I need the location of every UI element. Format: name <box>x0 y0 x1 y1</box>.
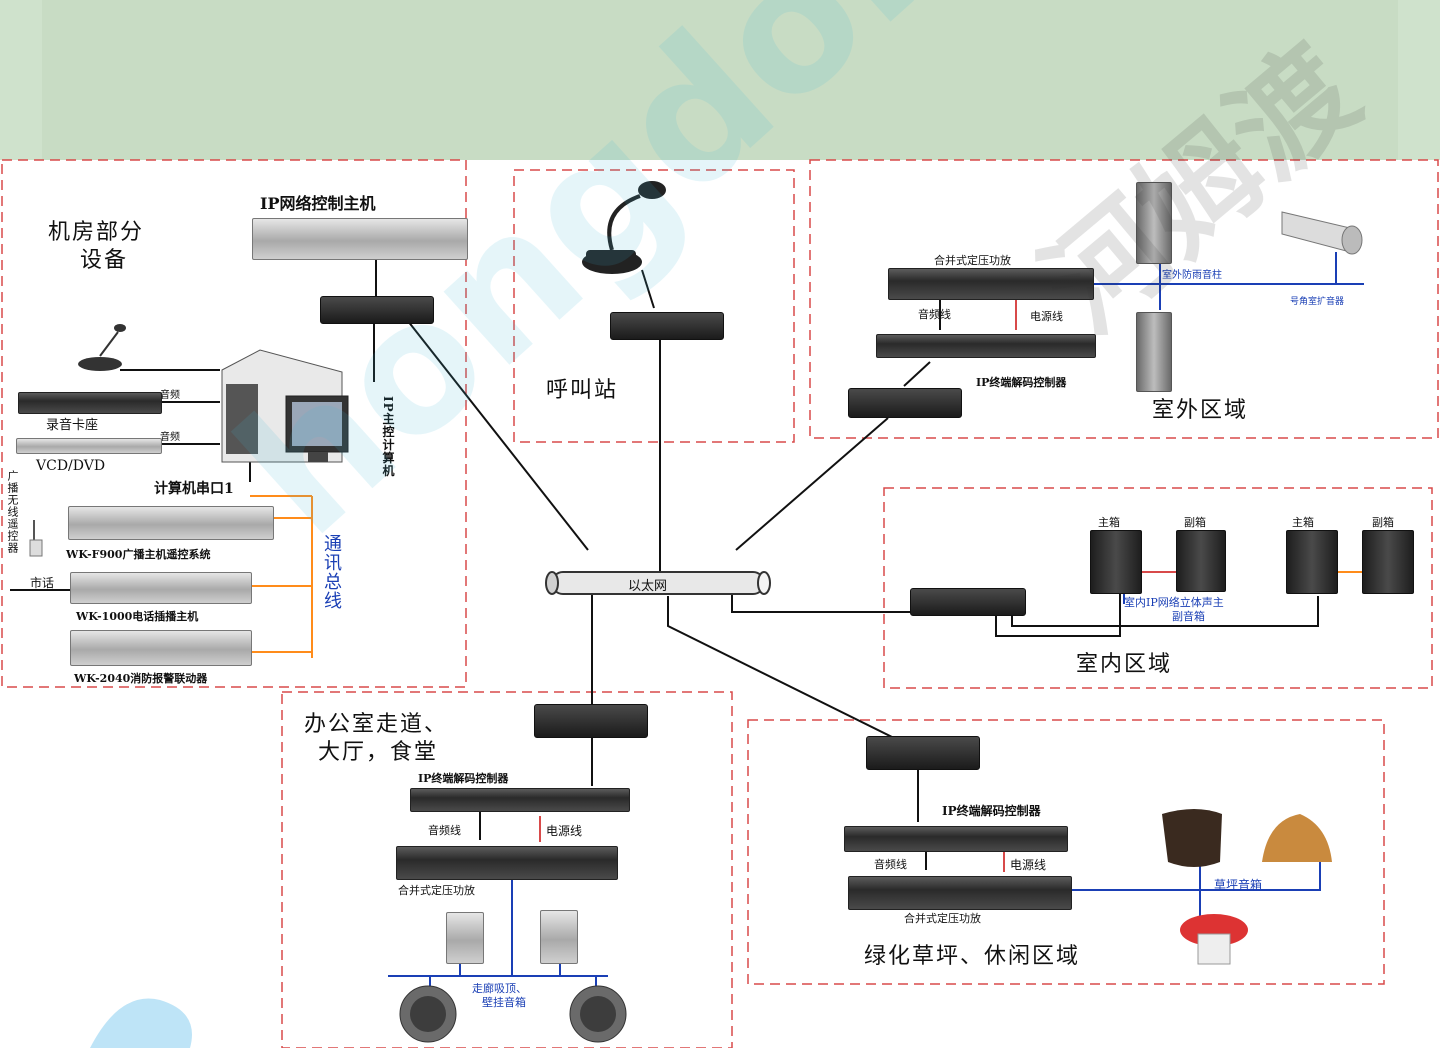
machine-room-title-1: 机房部分 <box>48 220 145 245</box>
indoor-wire-c <box>1012 596 1319 627</box>
outdoor-column-speaker-2 <box>1136 312 1172 392</box>
office-amp-label: 合并式定压功放 <box>398 884 475 897</box>
indoor-sub-label-1: 副箱 <box>1184 516 1206 529</box>
ethernet-pipe <box>545 571 771 595</box>
outdoor-decoder <box>876 334 1096 358</box>
phone-label: 市话 <box>30 576 55 590</box>
garden-amp <box>848 876 1072 910</box>
indoor-main-label-2: 主箱 <box>1292 516 1314 529</box>
office-switch <box>534 704 648 738</box>
wk-2040-device <box>70 630 252 666</box>
ip-computer <box>221 349 349 463</box>
garden-decoder-label: IP终端解码控制器 <box>942 804 1041 818</box>
outdoor-column-label: 室外防雨音柱 <box>1162 270 1222 281</box>
machine-room-border <box>1 159 467 688</box>
link-call-mic <box>641 269 655 309</box>
office-decoder <box>410 788 630 812</box>
outdoor-amp-label: 合并式定压功放 <box>934 254 1011 267</box>
outdoor-title: 室外区域 <box>1152 398 1249 423</box>
garden-switch <box>866 736 980 770</box>
call-station-border <box>513 169 795 443</box>
indoor-switch <box>910 588 1026 616</box>
audio-label-1: 音频 <box>160 390 180 401</box>
garden-audio-line-label: 音频线 <box>874 858 907 871</box>
machine-room-mic <box>78 324 126 371</box>
office-title-2: 大厅，食堂 <box>318 740 439 765</box>
indoor-border <box>883 487 1433 689</box>
lawn-speaker-label: 草坪音箱 <box>1214 878 1263 892</box>
outdoor-column-speaker-1 <box>1136 182 1172 264</box>
indoor-main-label-1: 主箱 <box>1098 516 1120 529</box>
call-station-title: 呼叫站 <box>546 378 619 403</box>
outdoor-switch <box>848 388 962 418</box>
office-speakers-label-1: 走廊吸顶、 <box>472 982 527 995</box>
office-audio-line-label: 音频线 <box>428 824 461 837</box>
link-garden-ethernet <box>667 596 895 739</box>
office-title-1: 办公室走道、 <box>304 712 449 737</box>
office-speakers-label-2: 壁挂音箱 <box>482 996 526 1009</box>
indoor-wire-b <box>1011 608 1196 627</box>
host-switch <box>320 296 434 324</box>
garden-title: 绿化草坪、休闲区域 <box>864 944 1081 969</box>
comm-bus-label: 通讯总线 <box>321 534 342 610</box>
header-band <box>0 0 1440 160</box>
garden-border <box>747 719 1385 985</box>
wk-f900-label: WK-F900广播主机遥控系统 <box>66 548 211 561</box>
indoor-sub-speaker-2 <box>1362 530 1414 594</box>
link-host-ethernet <box>403 315 589 551</box>
outdoor-decoder-label: IP终端解码控制器 <box>976 376 1067 389</box>
wireless-remote-device <box>29 520 43 557</box>
office-decoder-label: IP终端解码控制器 <box>418 772 509 785</box>
outdoor-amp <box>888 268 1094 300</box>
office-power-line-label: 电源线 <box>546 824 583 838</box>
outdoor-border <box>809 159 1439 439</box>
indoor-sub-speaker-1 <box>1176 530 1226 592</box>
recorder-device <box>18 392 162 414</box>
horn-label: 号角室扩音器 <box>1290 297 1345 307</box>
ip-computer-label: IP主控计算机 <box>381 396 395 478</box>
wk-f900-device <box>68 506 274 540</box>
indoor-stereo-label-2: 副音箱 <box>1172 610 1205 623</box>
link-out-decoder-switch <box>903 361 931 387</box>
ethernet-label: 以太网 <box>628 579 668 594</box>
indoor-title: 室内区域 <box>1076 652 1173 677</box>
wk-1000-device <box>70 572 252 604</box>
call-switch <box>610 312 724 340</box>
garden-amp-label: 合并式定压功放 <box>904 912 981 925</box>
wk-2040-label: WK-2040消防报警联动器 <box>74 672 208 685</box>
watermark-swirl <box>90 998 192 1048</box>
machine-room-title-2: 设备 <box>80 248 129 273</box>
ip-control-host <box>252 218 468 260</box>
indoor-stereo-label-1: 室内IP网络立体声主 <box>1124 596 1224 609</box>
office-border <box>281 691 733 1048</box>
outdoor-power-line-label: 电源线 <box>1030 310 1063 323</box>
indoor-sub-label-2: 副箱 <box>1372 516 1394 529</box>
link-outdoor-ethernet <box>735 417 889 551</box>
horn-speaker <box>1281 211 1363 255</box>
recorder-label: 录音卡座 <box>46 418 99 433</box>
indoor-main-speaker-2 <box>1286 530 1338 594</box>
link-indoor-ethernet <box>731 592 918 613</box>
office-wall-speaker-2 <box>540 910 578 964</box>
lawn-speakers <box>1162 809 1332 965</box>
call-station-mic <box>582 181 666 274</box>
garden-speaker-bus <box>1068 862 1321 891</box>
ceiling-speakers <box>399 985 627 1043</box>
ip-host-label: IP网络控制主机 <box>260 194 376 213</box>
indoor-main-speaker-1 <box>1090 530 1142 594</box>
outdoor-audio-line-label: 音频线 <box>918 308 951 321</box>
header-band-inner <box>42 0 1398 160</box>
audio-label-2: 音频 <box>160 432 180 443</box>
office-wall-speaker-1 <box>446 912 484 964</box>
vcd-label: VCD/DVD <box>36 458 106 474</box>
wireless-remote-label: 广播无线遥控器 <box>6 470 19 554</box>
office-amp <box>396 846 618 880</box>
garden-power-line-label: 电源线 <box>1010 858 1047 872</box>
vcd-device <box>16 438 162 454</box>
serial-port-label: 计算机串口1 <box>154 481 234 497</box>
indoor-wire-a <box>995 590 1121 637</box>
garden-decoder <box>844 826 1068 852</box>
wk-1000-label: WK-1000电话插播主机 <box>76 610 199 623</box>
